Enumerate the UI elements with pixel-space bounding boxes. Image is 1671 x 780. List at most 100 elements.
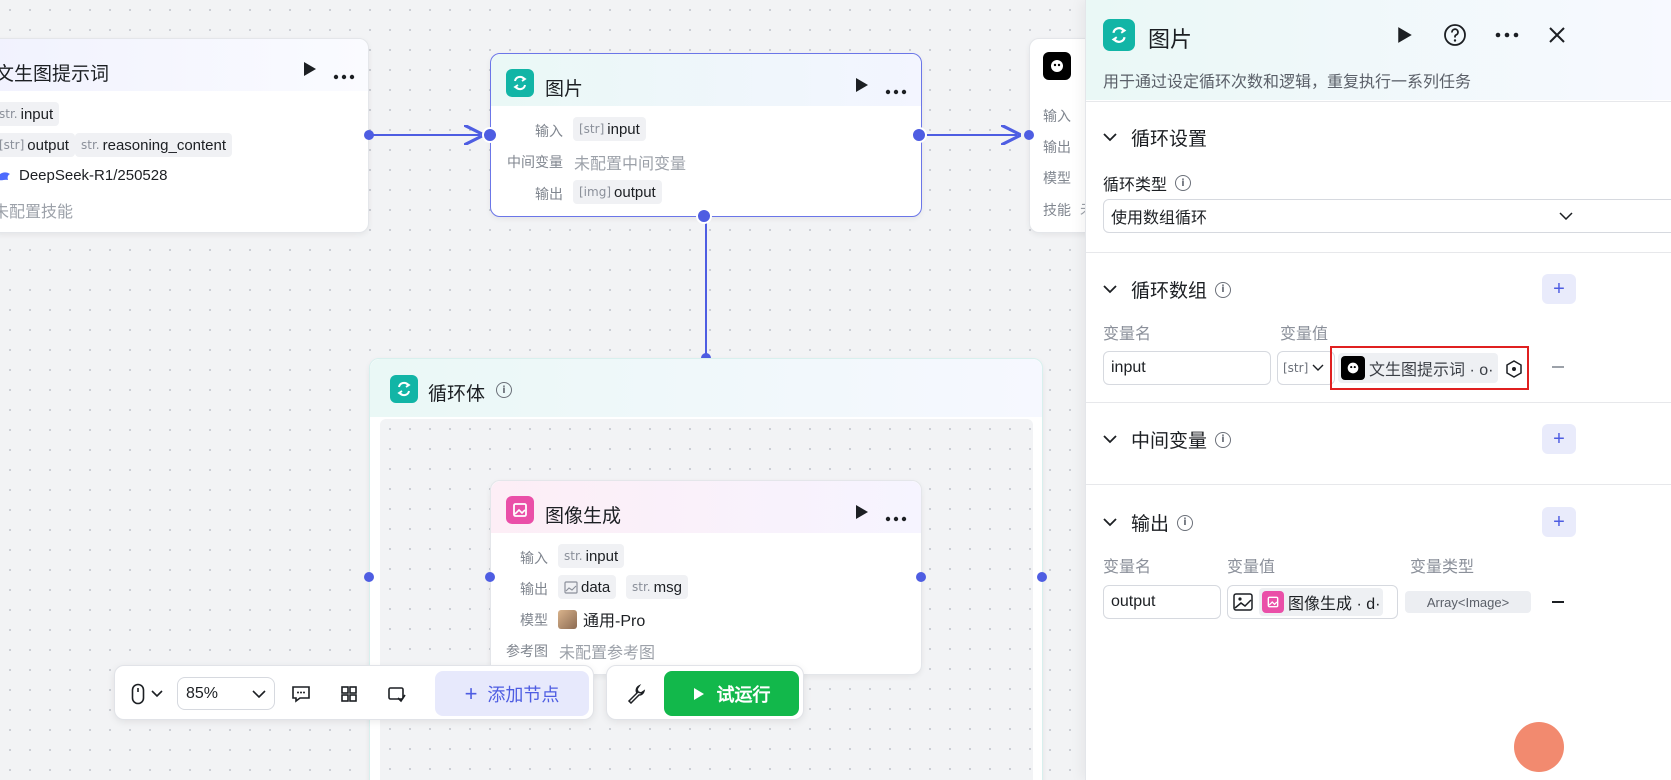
chevron-down-icon — [1103, 518, 1117, 527]
variable-name: output — [27, 136, 69, 154]
node-title: 图像生成 — [545, 506, 622, 527]
chevron-down-icon — [1312, 364, 1324, 371]
node-loop-images[interactable]: 图片 输入 [str] input 中间变量 未配置中间变量 输出 [img] … — [490, 53, 922, 217]
info-icon[interactable]: i — [1175, 175, 1192, 191]
panel-description: 用于通过设定循环次数和逻辑，重复执行一系列任务 — [1103, 74, 1472, 91]
type-label: str. — [632, 580, 651, 594]
panel-title[interactable]: 图片 — [1148, 27, 1193, 52]
wrench-icon[interactable] — [625, 683, 647, 705]
info-icon[interactable]: i — [1177, 514, 1194, 531]
test-run-button[interactable]: 试运行 — [664, 671, 799, 716]
type-label: [str] — [579, 122, 605, 136]
output-variable-tag: str. msg — [626, 575, 688, 599]
run-node-button[interactable] — [855, 77, 869, 97]
type-label: [str] — [0, 138, 25, 152]
remove-row-icon[interactable] — [1552, 366, 1564, 368]
loop-body-header — [370, 359, 1042, 417]
zoom-value: 85% — [186, 684, 219, 702]
info-icon[interactable]: i — [1215, 281, 1232, 298]
output-variable-tag: [img] output — [573, 180, 662, 204]
variable-name: data — [581, 578, 611, 596]
model-avatar-icon — [558, 609, 577, 629]
layout-grid-icon[interactable] — [337, 683, 361, 705]
loop-body-port[interactable] — [696, 208, 712, 224]
panel-header — [1086, 0, 1671, 100]
variable-picker-icon[interactable] — [1504, 359, 1524, 379]
node-title: 图片 — [545, 79, 584, 100]
close-icon[interactable] — [1546, 24, 1568, 46]
type-label: str. — [81, 138, 100, 152]
variable-reference-field[interactable]: 文生图提示词 · o· — [1330, 346, 1529, 390]
output-port[interactable] — [364, 130, 374, 140]
loop-body-title: 循环体 — [428, 384, 486, 405]
output-port[interactable] — [916, 572, 926, 582]
input-label: 输入 — [535, 123, 563, 139]
section-title: 中间变量 — [1131, 431, 1208, 452]
add-loop-array-button[interactable]: + — [1542, 274, 1576, 304]
type-label: str. — [564, 549, 583, 563]
section-title: 循环设置 — [1131, 129, 1208, 150]
zoom-select[interactable]: 85% — [177, 677, 275, 710]
add-intermediate-variable-button[interactable]: + — [1542, 424, 1576, 454]
run-node-button[interactable] — [855, 504, 869, 524]
image-icon — [1233, 593, 1253, 611]
loop-array-name-input[interactable]: input — [1103, 351, 1271, 385]
divider — [1086, 252, 1671, 253]
help-icon[interactable] — [1442, 22, 1468, 48]
output-label: 输出 — [535, 186, 563, 202]
type-label: str. — [0, 107, 18, 121]
more-options-icon[interactable] — [885, 82, 907, 99]
variable-type-select[interactable]: [str] — [1277, 351, 1335, 385]
run-node-button[interactable] — [1396, 24, 1414, 46]
section-intermediate-variables[interactable]: 中间变量 i — [1103, 426, 1232, 453]
more-options-icon[interactable] — [333, 67, 355, 84]
node-image-generation[interactable]: 图像生成 输入 str. input 输出 data str. msg 模型 通… — [490, 480, 922, 675]
loop-type-label-row: 循环类型 i — [1103, 171, 1192, 195]
column-variable-type: 变量类型 — [1410, 559, 1475, 576]
input-variable-tag: [str] input — [573, 117, 646, 141]
variable-name: input — [20, 105, 54, 123]
mouse-mode-icon[interactable] — [127, 682, 167, 706]
loop-icon — [506, 69, 534, 97]
loop-end-port[interactable] — [1037, 572, 1047, 582]
run-node-button[interactable] — [303, 61, 317, 81]
input-port[interactable] — [482, 127, 498, 143]
avatar[interactable] — [1514, 722, 1564, 772]
comment-icon[interactable] — [289, 683, 313, 705]
more-options-icon[interactable] — [885, 509, 907, 526]
node-text-to-image-prompt[interactable]: 文生图提示词 str. input [str] output str. reas… — [0, 38, 369, 233]
loop-icon — [390, 375, 418, 403]
section-output[interactable]: 输出 i — [1103, 509, 1194, 536]
column-variable-value: 变量值 — [1227, 559, 1276, 576]
model-label: 模型 — [520, 612, 548, 628]
loop-start-port[interactable] — [364, 572, 374, 582]
loop-type-select[interactable]: 使用数组循环 — [1103, 199, 1671, 233]
section-loop-array[interactable]: 循环数组 i — [1103, 276, 1232, 303]
loop-type-label: 循环类型 — [1103, 177, 1168, 194]
reference-image-label: 参考图 — [506, 643, 548, 659]
variable-name: input — [585, 547, 619, 565]
test-run-label: 试运行 — [716, 684, 771, 705]
output-label: 输出 — [1043, 139, 1071, 155]
info-icon[interactable]: i — [1215, 431, 1232, 448]
output-port[interactable] — [911, 127, 927, 143]
input-port[interactable] — [485, 572, 495, 582]
add-node-label: 添加节点 — [487, 684, 560, 705]
section-loop-settings[interactable]: 循环设置 — [1103, 124, 1207, 151]
chevron-down-icon — [252, 689, 266, 698]
output-name-input[interactable]: output — [1103, 585, 1221, 619]
input-port[interactable] — [1024, 130, 1034, 140]
llm-bot-icon — [1341, 356, 1365, 380]
minimap-icon[interactable] — [385, 683, 409, 705]
more-options-icon[interactable] — [1494, 30, 1520, 40]
node-header — [491, 54, 921, 106]
remove-row-icon[interactable] — [1552, 601, 1564, 603]
reference-chip: 图像生成 · d· — [1259, 588, 1384, 616]
add-output-button[interactable]: + — [1542, 507, 1576, 537]
output-variable-tag: data — [558, 575, 617, 599]
add-node-button[interactable]: + 添加节点 — [435, 671, 589, 716]
chevron-down-icon — [1103, 435, 1117, 444]
skills-label: 技能 — [1043, 202, 1071, 218]
info-icon[interactable]: i — [496, 382, 512, 398]
output-value-field[interactable]: 图像生成 · d· — [1227, 585, 1398, 619]
